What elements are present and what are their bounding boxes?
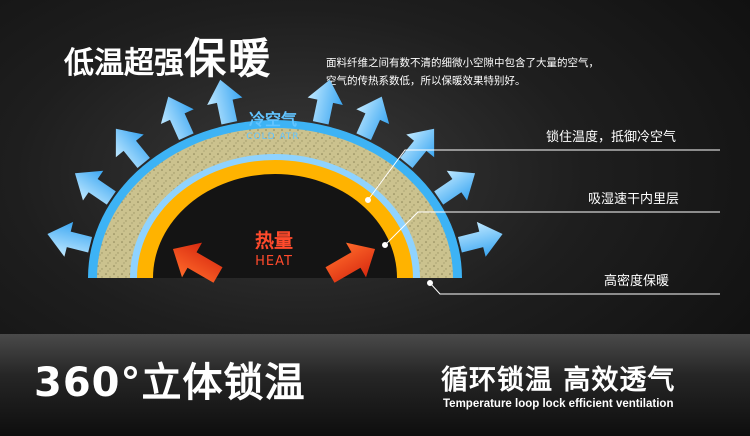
- callout-layer-1: 锁住温度，抵御冷空气: [546, 130, 677, 145]
- leader-dot-1: [365, 197, 371, 203]
- heat-label-zh: 热量: [254, 230, 293, 252]
- leader-dot-2: [382, 242, 388, 248]
- cold-air-label: 冷空气 COLD ATR: [238, 106, 308, 142]
- headline-normal: 低温超强: [64, 46, 184, 81]
- cold-air-arrow-icon: [400, 128, 435, 168]
- cold-air-arrow-icon: [207, 79, 243, 125]
- inner-dark-layer: [153, 174, 397, 278]
- bottom-right-slogan: 循环锁温 高效透气: [441, 365, 676, 396]
- heat-arrow-icon: [172, 242, 223, 283]
- callout-layer-3: 高密度保暖: [604, 274, 670, 289]
- cold-air-arrow-icon: [434, 170, 476, 205]
- bottom-english-tagline: Temperature loop lock efficient ventilat…: [443, 398, 674, 410]
- callout-leaders: [365, 149, 720, 295]
- bottom-band: [0, 334, 750, 436]
- leader-line-1: [367, 149, 720, 201]
- heat-label: 热量 HEAT: [231, 226, 317, 269]
- leader-line-2: [384, 211, 720, 246]
- cold-air-arrows: [47, 79, 503, 257]
- cold-air-arrow-icon: [457, 221, 503, 257]
- cold-air-arrow-icon: [356, 96, 390, 140]
- cold-air-arrow-icon: [115, 128, 150, 168]
- heat-arrows: [172, 242, 376, 283]
- headline-strong: 保暖: [184, 34, 273, 83]
- headline: 低温超强保暖: [64, 38, 272, 80]
- description-line-1: 面料纤维之间有数不清的细微小空隙中包含了大量的空气，: [326, 57, 599, 69]
- heat-arrow-icon: [325, 242, 376, 283]
- heat-label-en: HEAT: [255, 254, 293, 269]
- leader-dot-3: [427, 280, 433, 286]
- callout-layer-2: 吸湿速干内里层: [588, 192, 680, 207]
- cold-air-arrow-icon: [307, 79, 343, 125]
- description-line-2: 空气的传热系数低，所以保暖效果特别好。: [326, 75, 526, 87]
- cold-air-arrow-icon: [47, 221, 93, 257]
- cold-air-arrow-icon: [74, 170, 116, 205]
- cold-air-label-zh: 冷空气: [248, 110, 297, 129]
- leader-line-3: [429, 282, 720, 295]
- cold-air-arrow-icon: [160, 96, 194, 140]
- bottom-left-slogan: 360°立体锁温: [34, 360, 306, 406]
- cold-air-label-en: COLD ATR: [246, 132, 300, 142]
- description: 面料纤维之间有数不清的细微小空隙中包含了大量的空气， 空气的传热系数低，所以保暖…: [326, 54, 656, 90]
